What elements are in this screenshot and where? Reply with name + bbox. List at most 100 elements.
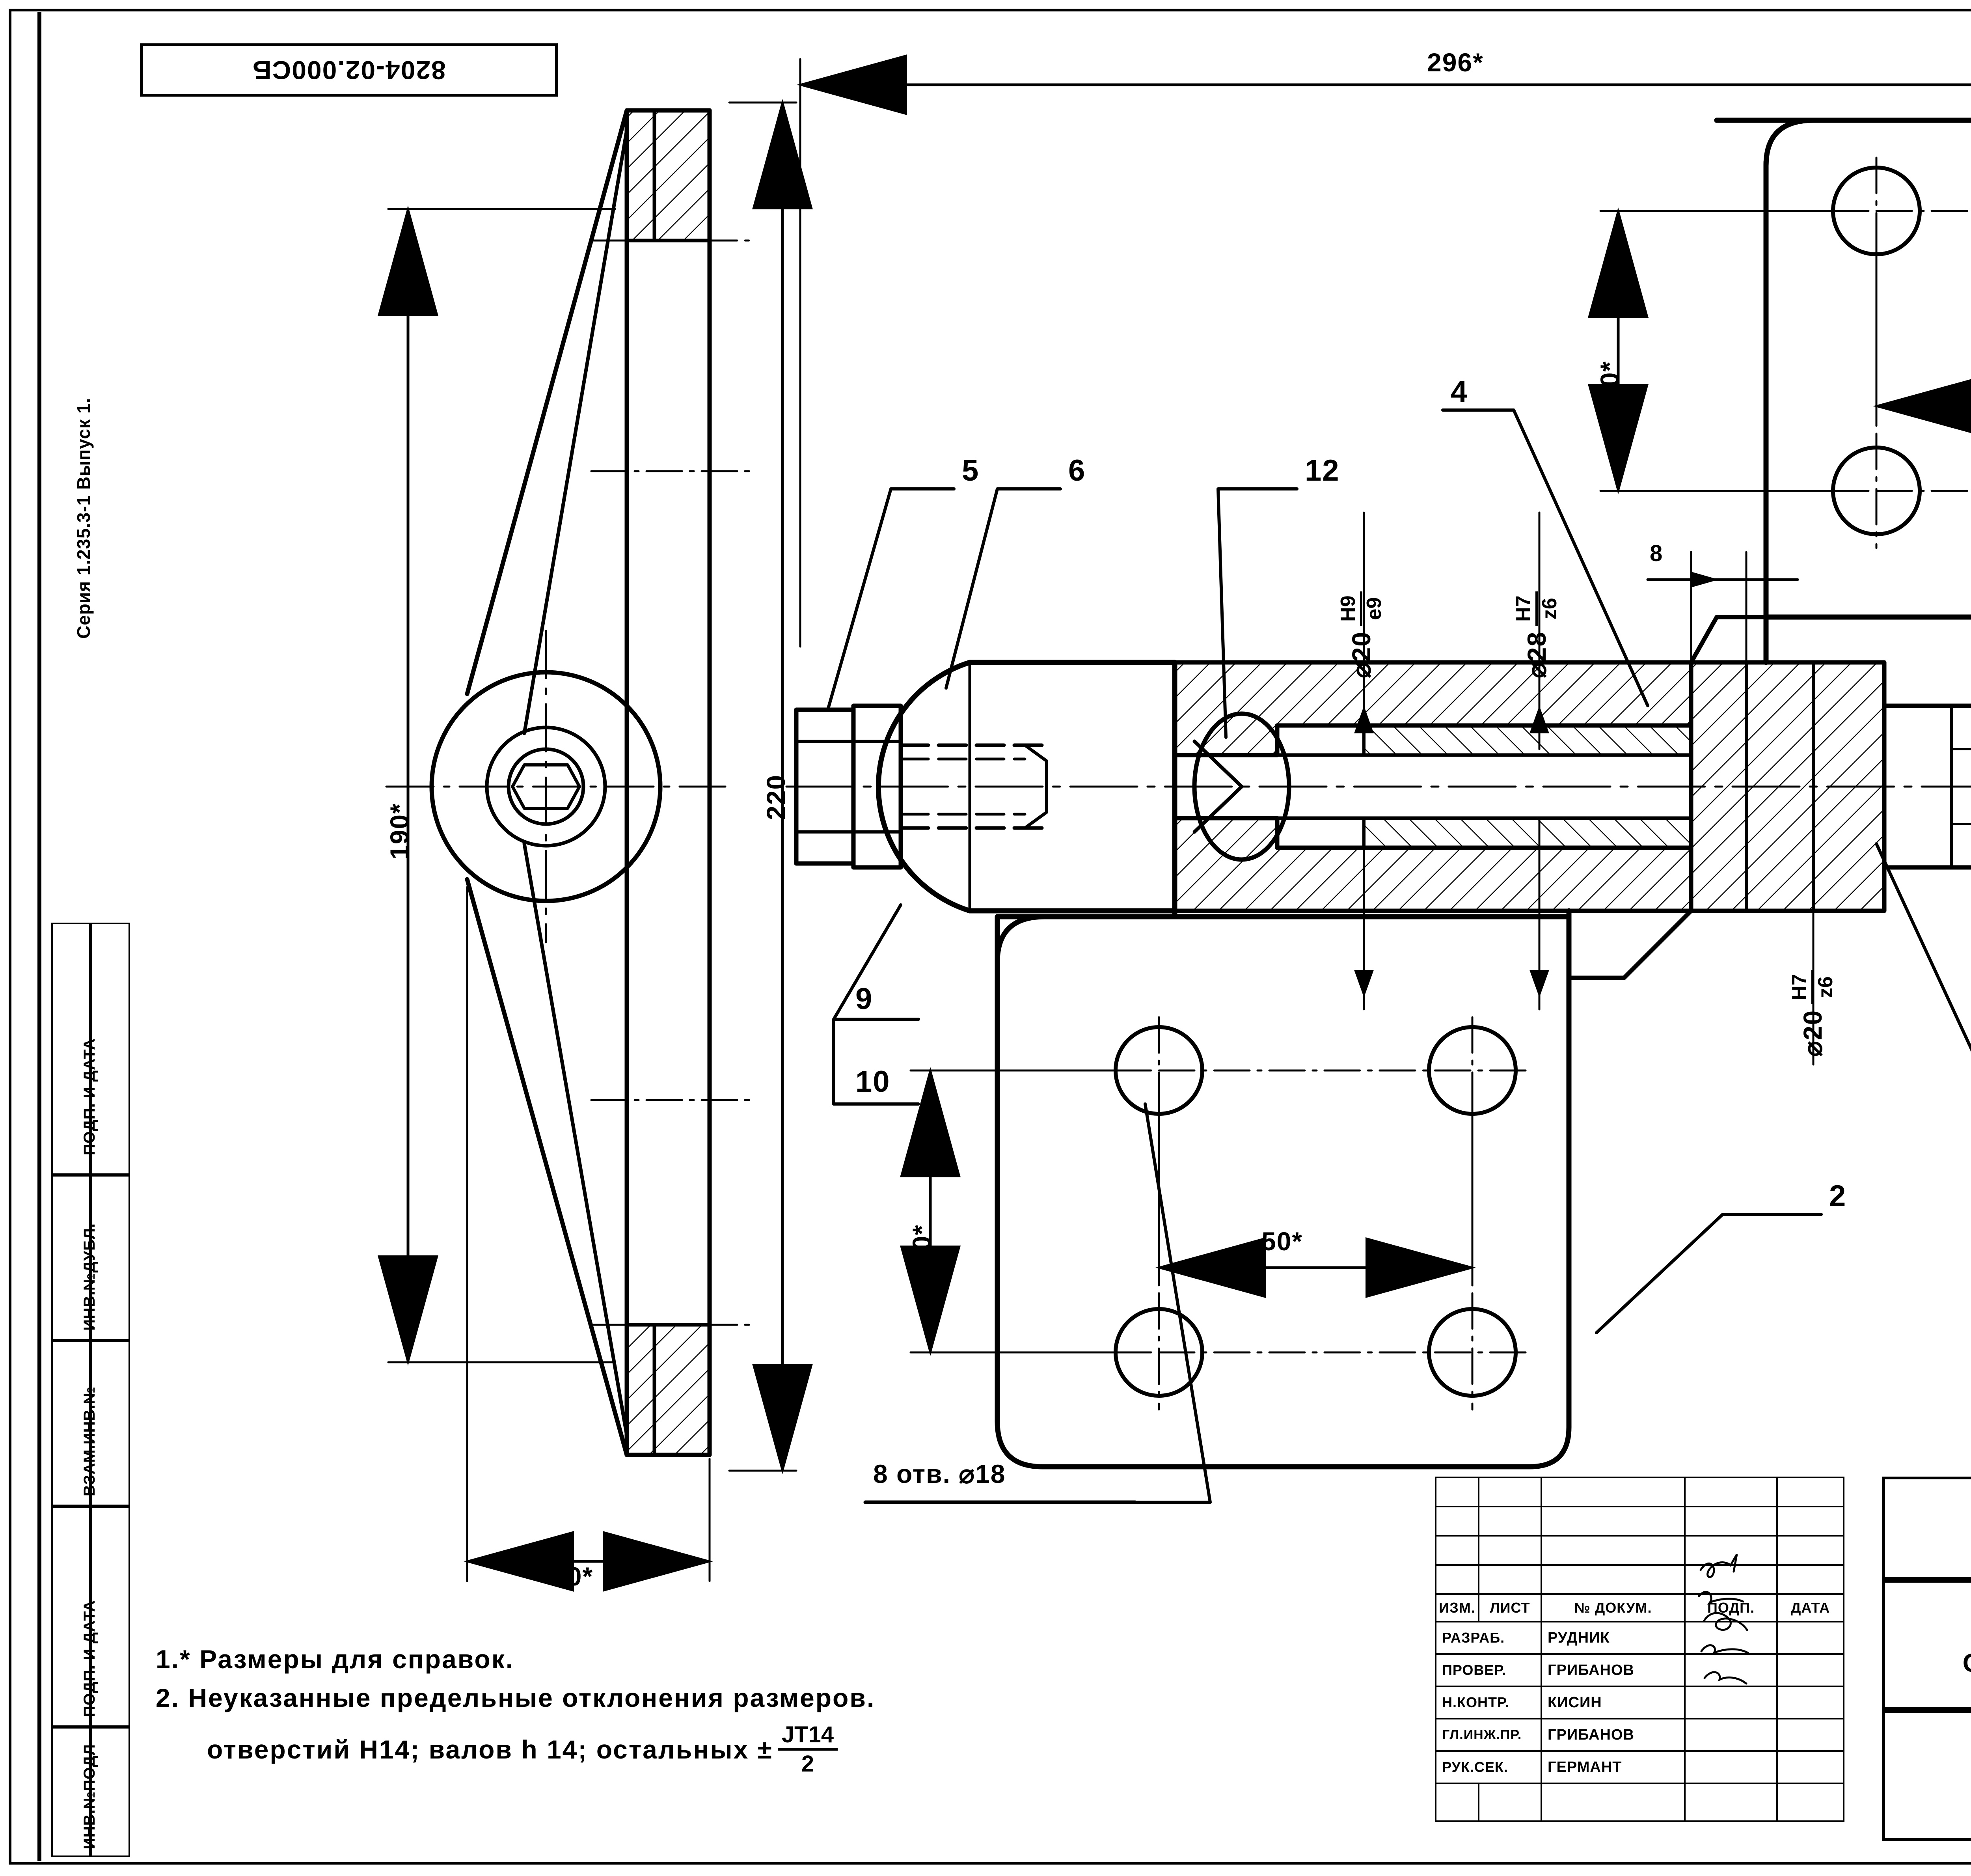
sig-role-prover: ПРОВЕР. xyxy=(1435,1653,1542,1687)
rev-blank-row xyxy=(1435,1564,1844,1595)
fit-callout-28-h7-z6: ⌀28 H7 z6 xyxy=(1512,591,1561,678)
fit3-dia: ⌀20 xyxy=(1798,1009,1827,1057)
rev-cell[interactable] xyxy=(1478,1535,1542,1566)
dim-bottom-leaf-pitch: 50* xyxy=(1261,1227,1303,1256)
sig-name-prover: ГРИБАНОВ xyxy=(1541,1653,1686,1687)
rev-cell[interactable] xyxy=(1776,1506,1844,1537)
fit1-shaft: e9 xyxy=(1363,597,1386,620)
dim-top-leaf-spacing: 50* xyxy=(1595,360,1624,402)
sig-name-ruksek: ГЕРМАНТ xyxy=(1541,1750,1686,1784)
sig-row-prover: ПРОВЕР. ГРИБАНОВ xyxy=(1435,1653,1844,1687)
dim-view-height: 220 xyxy=(761,774,790,820)
margin-cell-podp-1 xyxy=(51,923,91,1175)
rev-cell[interactable] xyxy=(1478,1564,1542,1595)
rev-cell[interactable] xyxy=(1684,1477,1778,1507)
rev-cell[interactable] xyxy=(1478,1477,1542,1507)
sig-name-nkontr: КИСИН xyxy=(1541,1686,1686,1719)
balloon-4: 4 xyxy=(1451,375,1468,408)
balloon-2: 2 xyxy=(1829,1179,1847,1213)
fit3-hole: H7 xyxy=(1788,970,1814,1004)
rev-cell[interactable] xyxy=(1478,1506,1542,1537)
fit1-hole: H9 xyxy=(1336,591,1362,626)
dim-overall-width: 296* xyxy=(1427,48,1484,77)
signature-marks xyxy=(1698,1553,1749,1685)
sig-date-glinzh[interactable] xyxy=(1776,1718,1844,1752)
title-line-2: Сборочный чертеж xyxy=(1963,1648,1971,1678)
margin-cell-vzam-ext xyxy=(91,1341,130,1506)
rev-cell[interactable] xyxy=(1435,1564,1479,1595)
sig-row-blank xyxy=(1435,1783,1844,1822)
note-frac-denominator: 2 xyxy=(801,1751,814,1777)
fit-callout-20-h7-z6: ⌀20 H7 z6 xyxy=(1788,970,1837,1057)
sig-row-nkontr: Н.КОНТР. КИСИН xyxy=(1435,1686,1844,1719)
title-name-cell: Петля левая Сборочный чертеж xyxy=(1882,1580,1971,1710)
sig-name-razrab: РУДНИК xyxy=(1541,1621,1686,1655)
margin-cell-inv-podl xyxy=(51,1727,91,1857)
title-doc-number-cell: 8204-02.000СБ xyxy=(1882,1477,1971,1580)
rev-cell[interactable] xyxy=(1541,1477,1686,1507)
margin-cell-podp-1-ext xyxy=(91,923,130,1175)
sig-blank-cell[interactable] xyxy=(1684,1783,1778,1822)
rev-blank-row xyxy=(1435,1506,1844,1537)
sheet-outer-frame xyxy=(9,9,1971,1865)
rev-cell[interactable] xyxy=(1435,1535,1479,1566)
balloon-6: 6 xyxy=(1068,454,1086,487)
sig-row-glinzh: ГЛ.ИНЖ.ПР. ГРИБАНОВ xyxy=(1435,1718,1844,1752)
note-2: 2. Неуказанные предельные отклонения раз… xyxy=(156,1683,876,1712)
sig-blank-cell[interactable] xyxy=(1541,1783,1686,1822)
balloon-9: 9 xyxy=(855,982,873,1016)
margin-cell-podp-2-ext xyxy=(91,1506,130,1727)
sig-role-glinzh: ГЛ.ИНЖ.ПР. xyxy=(1435,1718,1542,1752)
rev-cell[interactable] xyxy=(1541,1506,1686,1537)
sig-date-nkontr[interactable] xyxy=(1776,1686,1844,1719)
hole-note: 8 отв. ⌀18 xyxy=(873,1459,1006,1488)
sheet-inner-frame xyxy=(37,12,1971,1861)
dim-plate-height: 190* xyxy=(385,803,414,860)
margin-cell-inv-dubl xyxy=(51,1175,91,1341)
balloon-12: 12 xyxy=(1305,454,1340,487)
fit1-dia: ⌀20 xyxy=(1346,631,1376,678)
sig-mark-ruksek[interactable] xyxy=(1684,1750,1778,1784)
sig-name-glinzh: ГРИБАНОВ xyxy=(1541,1718,1686,1752)
sig-date-ruksek[interactable] xyxy=(1776,1750,1844,1784)
notes-block: 1.* Размеры для справок. 2. Неуказанные … xyxy=(156,1644,875,1777)
rev-blank-row xyxy=(1435,1535,1844,1566)
sig-blank-cell[interactable] xyxy=(1435,1783,1479,1822)
fit-callout-20-h9-e9: ⌀20 H9 e9 xyxy=(1336,591,1386,678)
margin-cell-vzam xyxy=(51,1341,91,1506)
margin-cell-inv-dubl-ext xyxy=(91,1175,130,1341)
rev-header-data: ДАТА xyxy=(1776,1593,1844,1622)
sig-mark-nkontr[interactable] xyxy=(1684,1686,1778,1719)
rev-header-list: ЛИСТ xyxy=(1478,1593,1542,1622)
fit2-hole: H7 xyxy=(1512,591,1538,626)
sig-blank-cell[interactable] xyxy=(1776,1783,1844,1822)
sig-date-prover[interactable] xyxy=(1776,1653,1844,1687)
sig-mark-prover[interactable] xyxy=(1684,1653,1778,1687)
sig-row-ruksek: РУК.СЕК. ГЕРМАНТ xyxy=(1435,1750,1844,1784)
sig-row-razrab: РАЗРАБ. РУДНИК xyxy=(1435,1621,1844,1655)
rev-cell[interactable] xyxy=(1776,1564,1844,1595)
title-blank-cell xyxy=(1882,1710,1971,1841)
drawing-number-box: 8204-02.000СБ xyxy=(140,43,558,97)
balloon-10: 10 xyxy=(855,1065,890,1098)
margin-cell-podp-2 xyxy=(51,1506,91,1727)
rev-cell[interactable] xyxy=(1435,1477,1479,1507)
note-1: 1.* Размеры для справок. xyxy=(156,1645,514,1674)
sig-blank-cell[interactable] xyxy=(1478,1783,1542,1822)
rev-header-izm: ИЗМ. xyxy=(1435,1593,1479,1622)
sig-mark-glinzh[interactable] xyxy=(1684,1718,1778,1752)
dim-gap: 8 xyxy=(1650,541,1664,566)
rev-cell[interactable] xyxy=(1541,1535,1686,1566)
sig-role-nkontr: Н.КОНТР. xyxy=(1435,1686,1542,1719)
balloon-5: 5 xyxy=(962,454,980,487)
sig-date-razrab[interactable] xyxy=(1776,1621,1844,1655)
margin-cell-inv-podl-ext xyxy=(91,1727,130,1857)
rev-cell[interactable] xyxy=(1435,1506,1479,1537)
rev-cell[interactable] xyxy=(1541,1564,1686,1595)
rev-cell[interactable] xyxy=(1776,1477,1844,1507)
fit2-shaft: z6 xyxy=(1538,598,1561,620)
rev-cell[interactable] xyxy=(1776,1535,1844,1566)
sig-role-ruksek: РУК.СЕК. xyxy=(1435,1750,1542,1784)
rev-cell[interactable] xyxy=(1684,1506,1778,1537)
